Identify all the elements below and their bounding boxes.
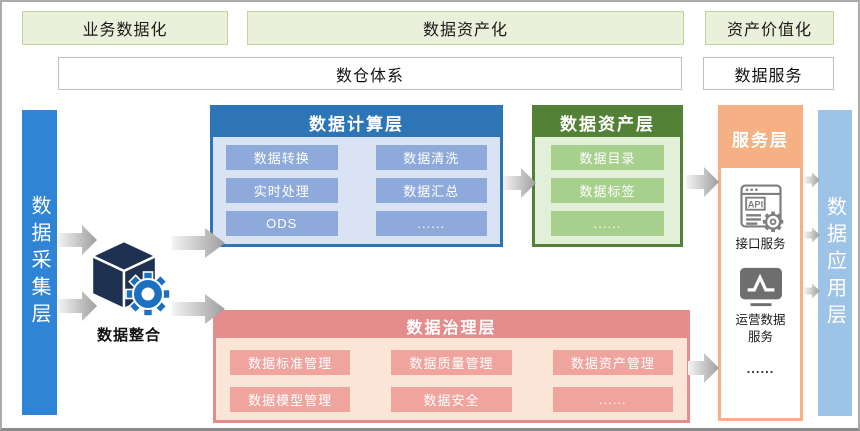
asset-item: 数据标签 [551,178,664,203]
asset-item: 数据目录 [551,145,664,170]
service-layer-title: 服务层 [721,108,800,168]
phase-asset-valorization: 资产价值化 [705,11,834,45]
compute-item: 数据汇总 [375,178,487,203]
data-service-box: 数据服务 [703,57,834,90]
api-icon-text: API [747,199,762,209]
compute-item: 实时处理 [226,178,338,203]
phase-data-assetization: 数据资产化 [247,11,684,45]
compute-item: 数据清洗 [375,145,487,170]
api-icon-gear [762,211,783,232]
governance-layer-title: 数据治理层 [216,313,687,338]
compute-item: ODS [226,211,338,236]
service-more-label: ...... [746,360,775,376]
governance-item: 数据模型管理 [230,387,351,412]
governance-item: 数据质量管理 [391,350,512,375]
ops-data-service-icon [739,268,782,307]
governance-item: 数据资产管理 [552,350,673,375]
phase-business-dataization: 业务数据化 [22,11,228,45]
data-collection-layer-bar: 数据采集层 [22,110,57,415]
arrow-governance-to-service [688,353,719,383]
data-application-layer-bar: 数据应用层 [818,110,852,416]
data-integration-label: 数据整合 [96,327,161,344]
compute-layer-title: 数据计算层 [213,108,500,137]
service-layer: 服务层 API [718,105,803,421]
compute-item: 数据转换 [226,145,338,170]
governance-item: 数据安全 [391,387,512,412]
warehouse-system-box: 数仓体系 [58,57,682,90]
api-service-icon: API [739,184,783,232]
compute-item: ...... [375,211,487,236]
asset-item: ...... [551,211,664,236]
ops-data-service-label: 运营数据服务 [735,313,786,344]
data-integration-icon [90,239,171,317]
gear-icon [125,271,171,317]
data-compute-layer: 数据计算层 数据转换 数据清洗 实时处理 数据汇总 ODS ...... [210,105,503,247]
data-asset-layer: 数据资产层 数据目录 数据标签 ...... [532,105,683,247]
asset-layer-title: 数据资产层 [535,108,680,137]
data-governance-layer: 数据治理层 数据标准管理 数据质量管理 数据资产管理 数据模型管理 数据安全 .… [213,310,690,423]
governance-item: 数据标准管理 [230,350,351,375]
arrow-asset-to-service [686,167,719,197]
api-service-label: 接口服务 [735,237,786,251]
governance-item: ...... [552,387,673,412]
